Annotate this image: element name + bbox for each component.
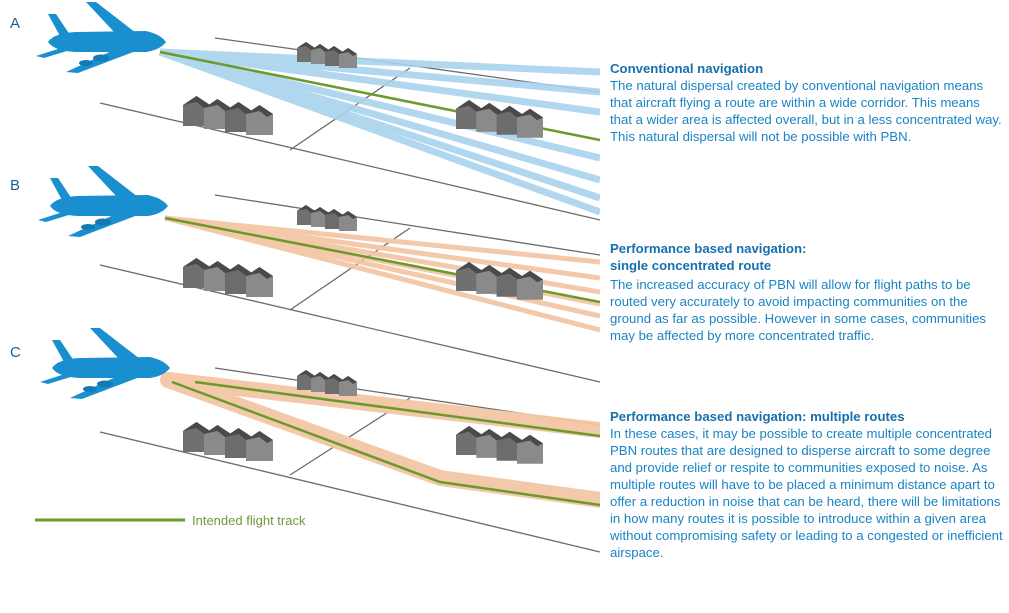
panel-label-b: B [10,177,20,194]
navigation-diagram: A B [10,2,600,553]
panel-label-a: A [10,15,20,32]
description-body-b: The increased accuracy of PBN will allow… [610,277,987,343]
aircraft-icon [38,166,168,237]
description-heading-a: Conventional navigation [610,61,764,76]
houses-icon [456,426,543,464]
legend-label: Intended flight track [192,513,306,528]
panel-c-illustration: C [10,328,600,553]
panel-b-illustration: B [10,166,600,383]
description-a: Conventional navigation The natural disp… [610,60,1005,145]
panel-a-illustration: A [10,2,600,221]
houses-icon [183,258,273,297]
description-b: Performance based navigation: single con… [610,240,840,274]
houses-icon [183,96,273,135]
dispersal-paths-a [158,48,600,216]
aircraft-icon [40,328,170,399]
description-body-c: In these cases, it may be possible to cr… [610,426,1003,560]
panel-label-c: C [10,344,21,361]
description-body-a: The natural dispersal created by convent… [610,78,1002,144]
description-b-body: The increased accuracy of PBN will allow… [610,276,1005,344]
description-heading-b: Performance based navigation: single con… [610,241,807,273]
houses-icon [297,205,357,231]
intended-tracks-c [171,380,600,507]
legend: Intended flight track [35,513,306,528]
aircraft-icon [36,2,166,73]
description-c: Performance based navigation: multiple r… [610,408,1005,561]
description-heading-c: Performance based navigation: multiple r… [610,409,905,424]
